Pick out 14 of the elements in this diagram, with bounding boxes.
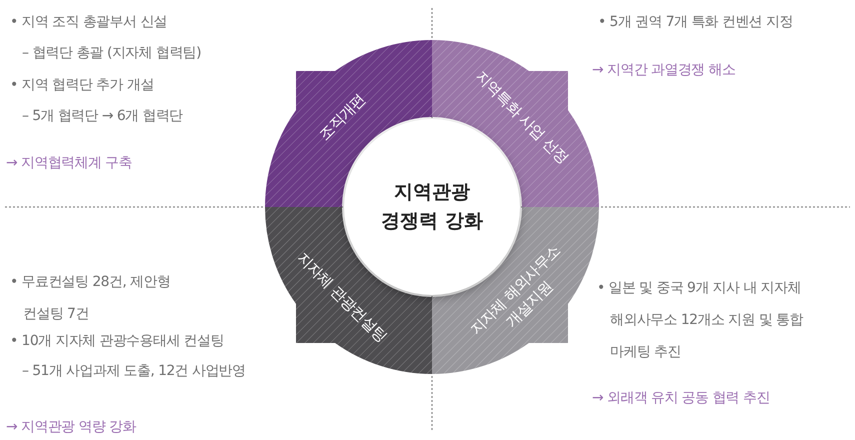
- bullet-text: • 10개 지자체 관광수용태세 컨설팅: [10, 332, 224, 351]
- bullet-text: • 일본 및 중국 9개 지사 내 지자체 해외사무소 12개소 지원 및 통합 마케팅 추진: [597, 279, 804, 362]
- bullet-text: – 5개 협력단 → 6개 협력단: [22, 107, 183, 126]
- result-text: → 외래객 유치 공동 협력 추진: [592, 389, 770, 408]
- center-title: 지역관광 경쟁력 강화: [380, 180, 484, 234]
- bullet-text: • 5개 권역 7개 특화 컨벤션 지정: [598, 13, 793, 32]
- result-text: → 지역관광 역량 강화: [6, 418, 136, 437]
- bullet-text: • 무료컨설팅 28건, 제안형 컨설팅 7건: [10, 273, 172, 324]
- result-text: → 지역협력체계 구축: [6, 154, 132, 173]
- bullet-text: – 51개 사업과제 도출, 12건 사업반영: [22, 362, 246, 381]
- result-text: → 지역간 과열경쟁 해소: [592, 61, 736, 80]
- bullet-text: • 지역 조직 총괄부서 신설: [10, 13, 168, 32]
- bullet-text: • 지역 협력단 추가 개설: [10, 76, 154, 95]
- bullet-text: – 협력단 총괄 (지자체 협력팀): [22, 44, 201, 63]
